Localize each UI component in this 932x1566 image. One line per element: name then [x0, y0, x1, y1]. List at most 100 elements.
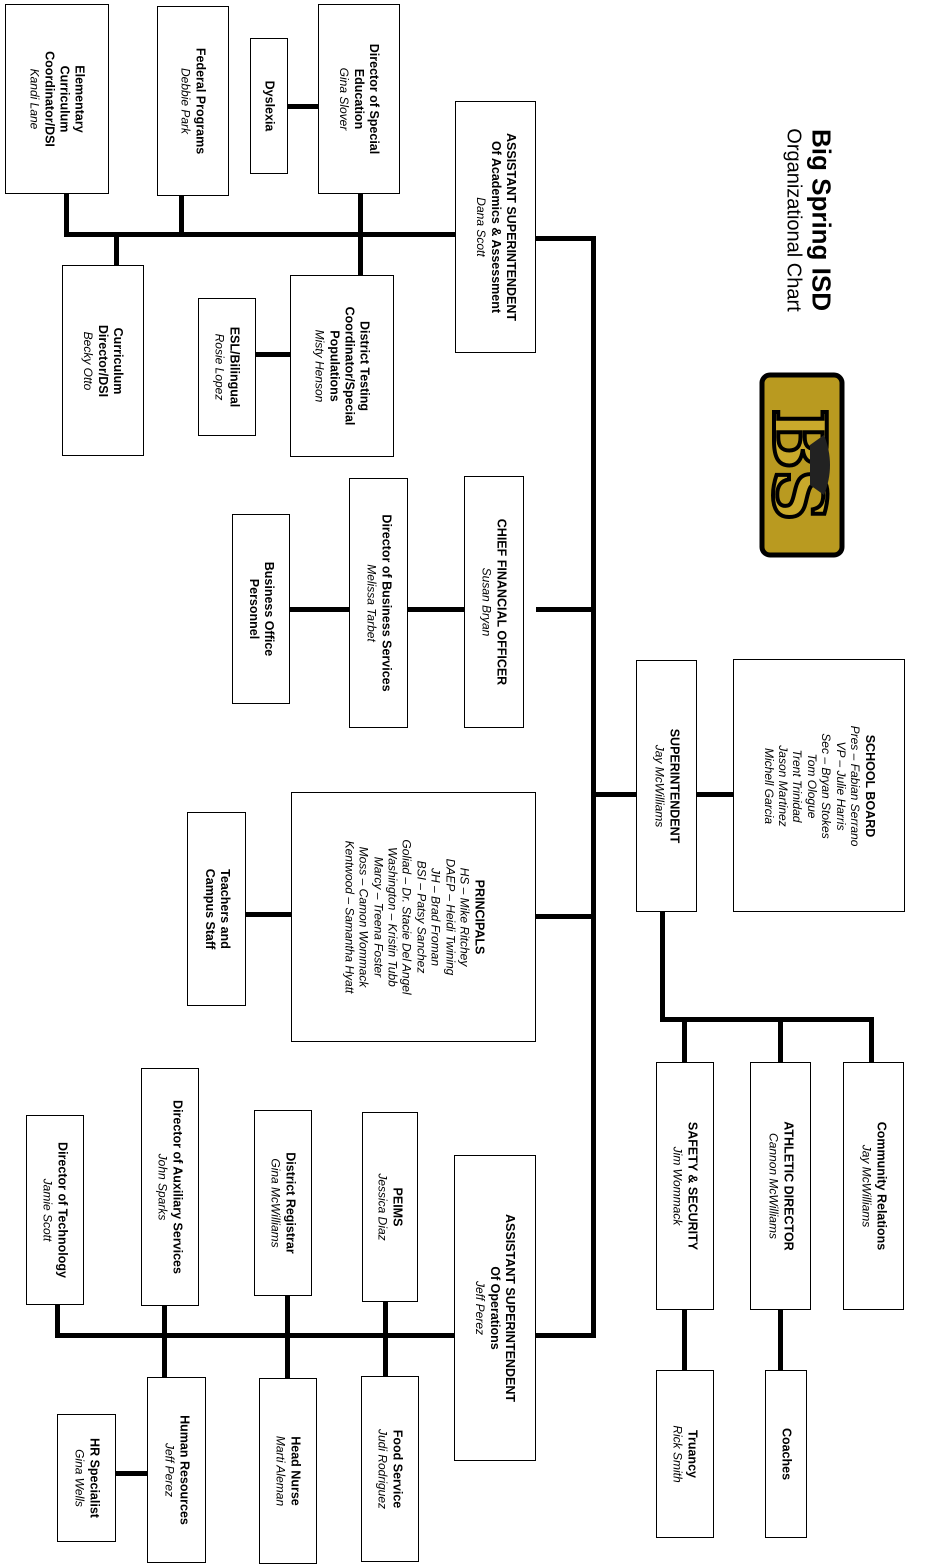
- human-resources-title: Human Resources: [177, 1415, 192, 1525]
- principal-item: Moss – Camon Wommack: [356, 846, 371, 988]
- principal-item: DAEP – Heidi Twining: [442, 858, 457, 976]
- safety-security-title: SAFETY & SECURITY: [685, 1121, 700, 1251]
- technology-name: Jamie Scott: [40, 1178, 55, 1242]
- athletic-director-name: Cannon McWilliams: [766, 1133, 781, 1239]
- food-service-title: Food Service: [390, 1429, 405, 1509]
- principals-title: PRINCIPALS: [471, 879, 486, 955]
- safety-security-box: SAFETY & SECURITY Jim Wommack: [656, 1062, 714, 1310]
- special-education-title: Director of Special: [367, 43, 382, 155]
- chart-header: Big Spring ISD Organizational Chart: [754, 70, 864, 370]
- district-registrar-title: District Registrar: [283, 1152, 298, 1254]
- district-registrar-box: District Registrar Gina McWilliams: [254, 1110, 312, 1296]
- curriculum-director-title: Director/DSI: [96, 324, 111, 397]
- business-office-personnel-box: Business Office Personnel: [232, 514, 290, 704]
- business-services-title: Director of Business Services: [379, 514, 394, 692]
- curriculum-director-name: Becky Otto: [81, 331, 96, 390]
- special-education-name: Gina Slover: [337, 67, 352, 131]
- board-member: Tom Ologue: [804, 753, 819, 818]
- superintendent-name: Jay McWilliams: [652, 744, 667, 828]
- auxiliary-services-name: John Sparks: [155, 1153, 170, 1221]
- community-relations-box: Community Relations Jay McWilliams: [843, 1062, 904, 1310]
- elementary-curriculum-title: Coordinator/DSI: [42, 51, 57, 147]
- peims-box: PEIMS Jessica Diaz: [362, 1112, 418, 1302]
- superintendent-title: SUPERINTENDENT: [667, 728, 682, 844]
- federal-programs-name: Debbie Park: [178, 67, 193, 135]
- principal-item: BSI – Patsy Sanchez: [413, 860, 428, 974]
- asst-sup-operations-name: Jeff Perez: [473, 1280, 488, 1336]
- teachers-staff-title: Campus Staff: [202, 868, 217, 950]
- hr-specialist-name: Gina Wells: [72, 1449, 87, 1507]
- head-nurse-title: Head Nurse: [288, 1436, 303, 1506]
- human-resources-box: Human Resources Jeff Perez: [147, 1377, 206, 1563]
- board-member: Trent Trinidad: [790, 749, 805, 822]
- food-service-name: Judi Rodriguez: [375, 1428, 390, 1510]
- cfo-box: CHIEF FINANCIAL OFFICER Susan Bryan: [464, 476, 524, 728]
- federal-programs-title: Federal Programs: [193, 47, 208, 155]
- teachers-staff-title: Teachers and: [217, 869, 232, 949]
- hr-specialist-title: HR Specialist: [87, 1438, 102, 1518]
- athletic-director-box: ATHLETIC DIRECTOR Cannon McWilliams: [750, 1062, 811, 1310]
- elementary-curriculum-title: Elementary: [72, 65, 87, 133]
- principal-item: HS – Mike Ritchey: [456, 867, 471, 967]
- auxiliary-services-title: Director of Auxiliary Services: [170, 1100, 185, 1274]
- principal-item: Marcy – Treena Foster: [370, 856, 385, 978]
- asst-sup-academics-title: ASSISTANT SUPERINTENDENT: [503, 133, 518, 321]
- principal-item: JH – Brad Froman: [427, 867, 442, 967]
- truancy-box: Truancy Rick Smith: [656, 1370, 714, 1538]
- truancy-name: Rick Smith: [670, 1425, 685, 1483]
- athletic-director-title: ATHLETIC DIRECTOR: [781, 1121, 796, 1251]
- district-testing-box: District Testing Coordinator/Special Pop…: [290, 275, 394, 457]
- board-member: Sec – Bryan Stokes: [819, 732, 834, 839]
- principal-item: Kentwood – Samantha Hyatt: [341, 840, 356, 994]
- esl-bilingual-box: ESL/Bilingual Rosie Lopez: [198, 298, 256, 436]
- principals-box: PRINCIPALS HS – Mike Ritchey DAEP – Heid…: [291, 792, 536, 1042]
- head-nurse-box: Head Nurse Marti Aleman: [259, 1378, 317, 1564]
- business-office-personnel-title: Business Office: [262, 561, 276, 657]
- head-nurse-name: Marti Aleman: [273, 1435, 288, 1507]
- safety-security-name: Jim Wommack: [670, 1146, 685, 1226]
- elementary-curriculum-box: Elementary Curriculum Coordinator/DSI Ka…: [5, 4, 109, 194]
- community-relations-name: Jay McWilliams: [859, 1144, 874, 1228]
- coaches-title: Coaches: [779, 1427, 794, 1481]
- food-service-box: Food Service Judi Rodriguez: [361, 1376, 419, 1562]
- elementary-curriculum-title: Curriculum: [57, 65, 72, 133]
- principal-item: Goliad – Dr. Stacie Del Angel: [399, 839, 414, 995]
- district-testing-title: District Testing: [357, 320, 372, 412]
- auxiliary-services-box: Director of Auxiliary Services John Spar…: [141, 1068, 199, 1306]
- dyslexia-title: Dyslexia: [262, 80, 277, 132]
- esl-bilingual-title: ESL/Bilingual: [227, 326, 242, 408]
- teachers-staff-box: Teachers and Campus Staff: [187, 812, 246, 1006]
- dyslexia-box: Dyslexia: [250, 38, 288, 174]
- peims-name: Jessica Diaz: [375, 1173, 390, 1241]
- school-board-box: SCHOOL BOARD Pres – Fabian Serrano VP – …: [733, 659, 905, 912]
- superintendent-box: SUPERINTENDENT Jay McWilliams: [636, 660, 697, 912]
- chart-title: Big Spring ISD: [806, 129, 837, 311]
- district-testing-title: Coordinator/Special: [342, 306, 357, 426]
- asst-sup-academics-box: ASSISTANT SUPERINTENDENT Of Academics & …: [455, 101, 536, 353]
- human-resources-name: Jeff Perez: [162, 1442, 177, 1498]
- district-testing-title: Populations: [327, 330, 342, 402]
- curriculum-director-box: Curriculum Director/DSI Becky Otto: [62, 265, 144, 456]
- asst-sup-operations-title: ASSISTANT SUPERINTENDENT: [503, 1214, 518, 1402]
- district-registrar-name: Gina McWilliams: [268, 1158, 283, 1248]
- asst-sup-operations-box: ASSISTANT SUPERINTENDENT Of Operations J…: [454, 1155, 536, 1461]
- coaches-box: Coaches: [765, 1370, 807, 1538]
- board-member: Michell Garcia: [761, 747, 776, 824]
- school-board-title: SCHOOL BOARD: [862, 734, 877, 837]
- peims-title: PEIMS: [390, 1187, 405, 1227]
- chart-subtitle: Organizational Chart: [782, 128, 805, 312]
- board-member: Jason Martinez: [775, 744, 790, 827]
- asst-sup-academics-subtitle: Of Academics & Assessment: [488, 140, 503, 314]
- elementary-curriculum-name: Kandi Lane: [27, 68, 42, 130]
- board-member: VP – Julie Harris: [833, 741, 848, 830]
- curriculum-director-title: Curriculum: [111, 327, 126, 394]
- district-testing-name: Misty Henson: [312, 329, 327, 403]
- federal-programs-box: Federal Programs Debbie Park: [157, 6, 229, 196]
- board-member: Pres – Fabian Serrano: [847, 725, 862, 846]
- business-office-personnel-title: Personnel: [247, 578, 261, 640]
- principal-item: Washington – Kristin Tubb: [384, 847, 399, 987]
- community-relations-title: Community Relations: [874, 1121, 889, 1251]
- cfo-name: Susan Bryan: [479, 567, 494, 637]
- hr-specialist-box: HR Specialist Gina Wells: [57, 1414, 116, 1542]
- business-services-name: Melissa Tarbet: [364, 564, 379, 642]
